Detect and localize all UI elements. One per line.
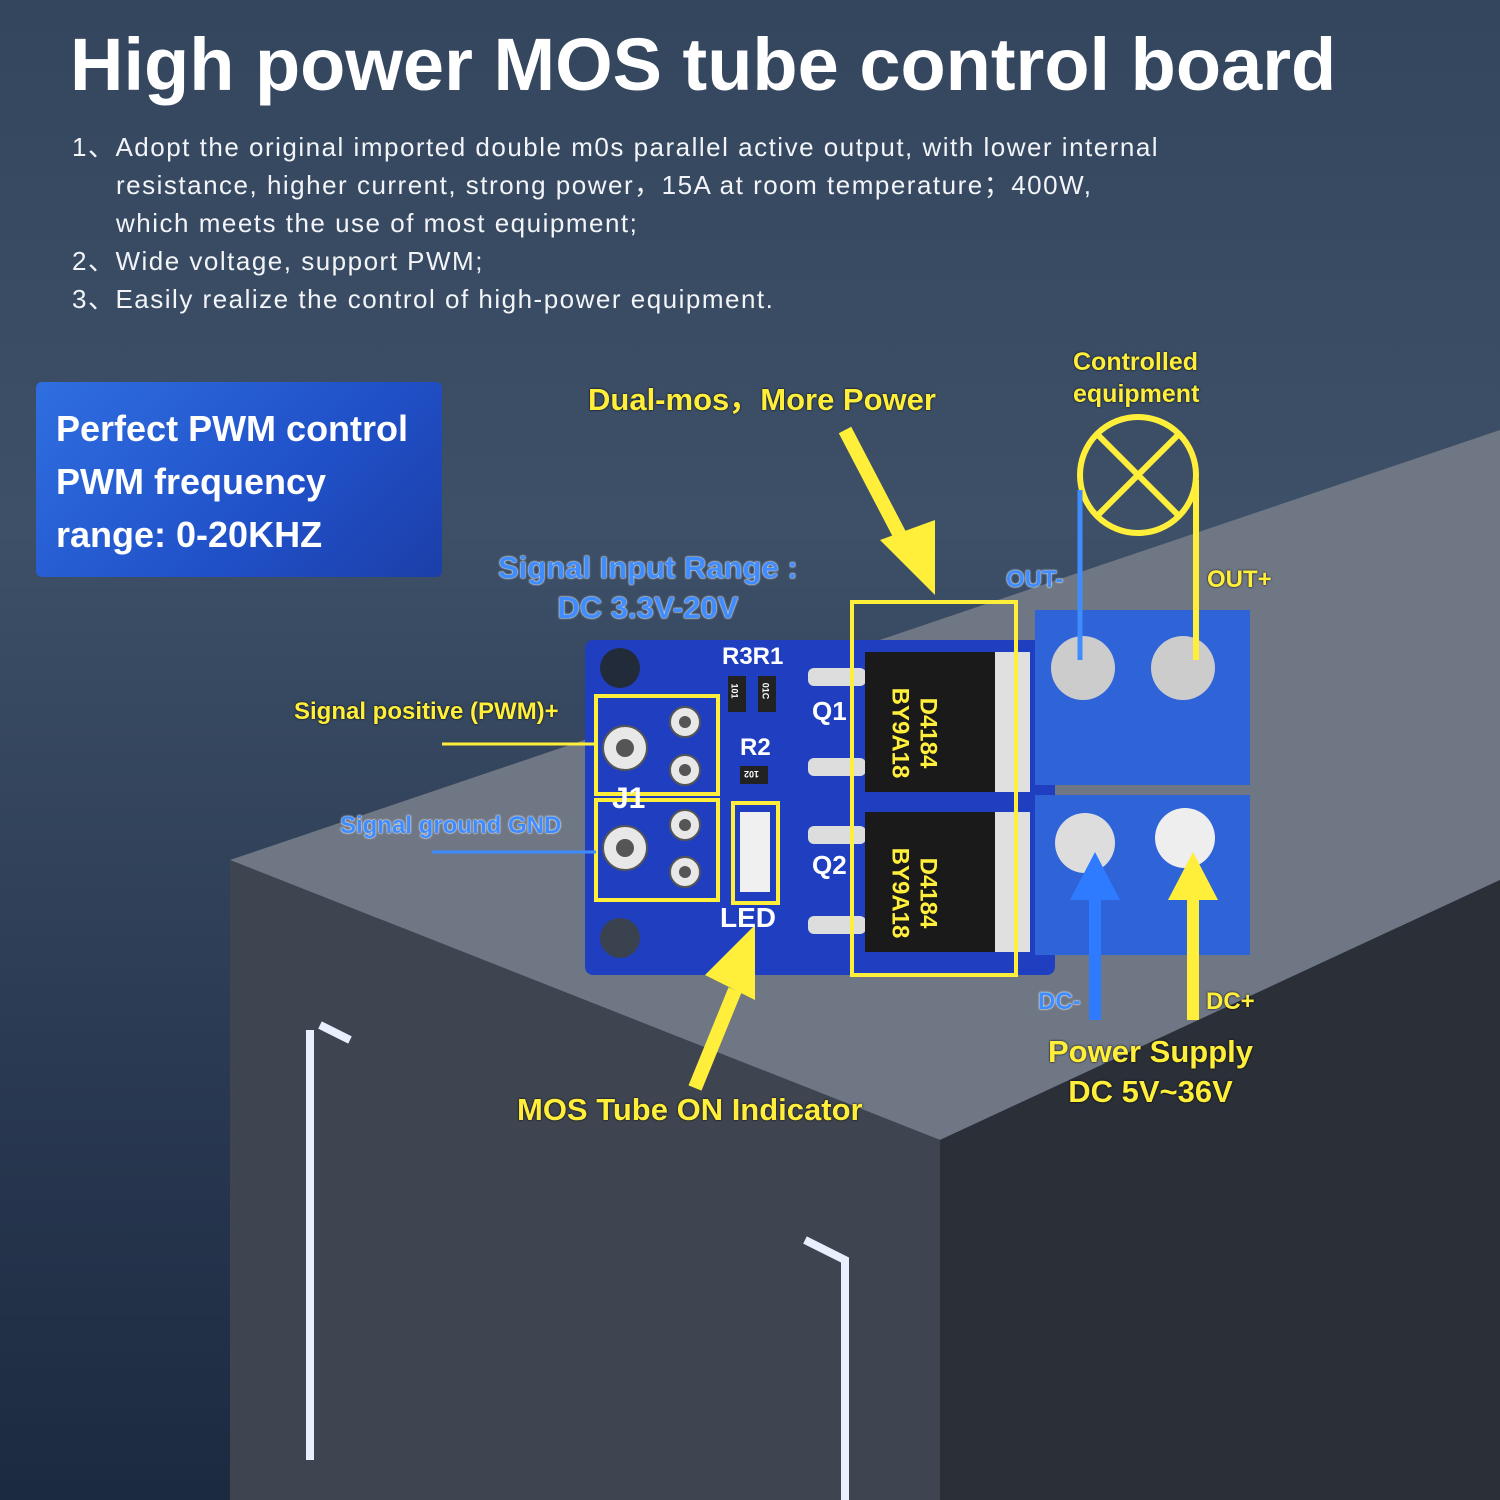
mosfet-q1 [865,652,995,792]
label-signal-positive: Signal positive (PWM)+ [294,698,559,725]
silk-q1: Q1 [812,696,847,726]
pwm-info-box: Perfect PWM control PWM frequency range:… [36,382,442,577]
silk-q2: Q2 [812,850,847,880]
label-signal-gnd: Signal ground GND [340,812,562,839]
feature-3: 3、Easily realize the control of high-pow… [72,284,775,314]
led [740,812,770,892]
block-side [940,880,1500,1500]
terminal-block-out [1035,610,1250,785]
silk-led: LED [720,902,776,933]
feature-list: 1、Adopt the original imported double m0s… [72,128,1472,318]
mosfet-q2 [865,812,995,952]
light-strip [306,1021,849,1500]
resistor-r1-marking: 01C [760,682,771,700]
resistor-r3-marking: 101 [729,683,740,699]
label-signal-input-range: Signal Input Range :DC 3.3V-20V [498,550,798,625]
resistor-r2-marking: 102 [744,769,760,779]
silk-r3r1: R3R1 [722,643,784,670]
silk-r2: R2 [740,734,771,761]
label-dc-minus: DC- [1038,988,1081,1015]
arrow-icon [688,426,1218,1091]
label-out-plus: OUT+ [1207,566,1272,593]
label-out-minus: OUT- [1006,566,1064,593]
feature-1: 1、Adopt the original imported double m0s… [72,132,1160,238]
label-dc-plus: DC+ [1206,988,1255,1015]
label-dual-mos: Dual-mos，More Power [588,382,936,417]
lamp-icon [1077,414,1199,660]
page-title: High power MOS tube control board [70,23,1337,106]
label-mos-indicator: MOS Tube ON Indicator [517,1092,863,1127]
block-front [230,860,940,1500]
terminal-block-power [1035,795,1250,955]
feature-2: 2、Wide voltage, support PWM; [72,246,484,276]
silk-j1: J1 [612,782,646,815]
